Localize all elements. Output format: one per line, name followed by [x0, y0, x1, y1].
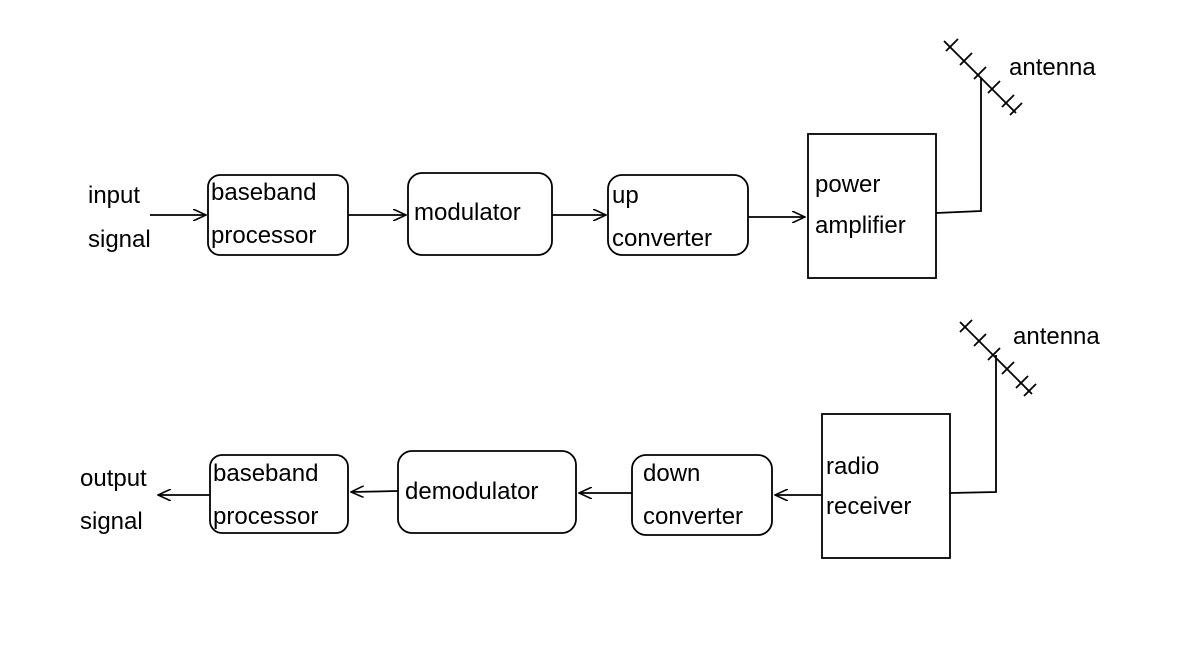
- rx-antenna-feed: [949, 355, 997, 494]
- output-label-line-1: output: [80, 465, 147, 492]
- radio-receiver-block: [821, 413, 951, 559]
- up-converter-block: [607, 174, 749, 256]
- up-converter-label-line-2: converter: [612, 225, 713, 252]
- tx-antenna-icon: [943, 40, 1017, 114]
- up-converter-label-line-1: up: [612, 182, 639, 209]
- tx-antenna-label: antenna: [1009, 54, 1096, 81]
- modulator-label: modulator: [414, 199, 521, 226]
- tx-baseband-label-line-2: processor: [211, 222, 317, 249]
- power-amplifier-label-line-1: power: [815, 171, 881, 198]
- radio-receiver-label-line-1: radio: [826, 453, 880, 480]
- tx-antenna-feed: [935, 78, 982, 214]
- input-label-line-1: input: [88, 182, 141, 209]
- rx-antenna-label: antenna: [1013, 323, 1100, 350]
- down-converter-label-line-1: down: [643, 460, 701, 487]
- rx-arrow-3: [351, 491, 399, 492]
- demodulator-block: [397, 450, 577, 534]
- demodulator-label: demodulator: [405, 478, 539, 505]
- power-amplifier-label-line-2: amplifier: [815, 212, 906, 239]
- tx-antenna-ticks: [945, 38, 1023, 116]
- modulator-block: [407, 172, 553, 256]
- down-converter-block: [631, 454, 773, 536]
- rx-antenna-ticks: [959, 319, 1037, 397]
- down-converter-label-line-2: converter: [643, 503, 744, 530]
- power-amplifier-block: [807, 133, 937, 279]
- tx-baseband-label-line-1: baseband: [211, 179, 317, 206]
- rx-baseband-label-line-2: processor: [213, 503, 319, 530]
- output-label-line-2: signal: [80, 508, 143, 535]
- rx-baseband-processor-block: [209, 454, 349, 534]
- rx-baseband-label-line-1: baseband: [213, 460, 319, 487]
- rx-antenna-icon: [959, 321, 1033, 395]
- radio-receiver-label-line-2: receiver: [826, 493, 912, 520]
- input-label-line-2: signal: [88, 226, 151, 253]
